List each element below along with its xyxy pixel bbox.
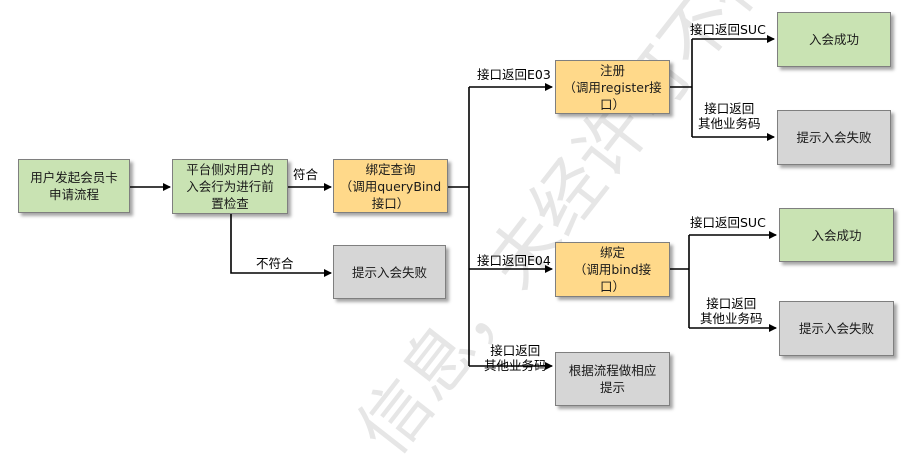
node-apply-process: 用户发起会员卡 申请流程 bbox=[18, 159, 130, 213]
node-join-success-1: 入会成功 bbox=[777, 12, 891, 67]
node-fail-hint-1: 提示入会失败 bbox=[333, 245, 446, 299]
node-bind-query: 绑定查询 （调用queryBind 接口） bbox=[333, 159, 448, 213]
connectors bbox=[130, 35, 777, 370]
node-register: 注册 （调用register接 口） bbox=[555, 60, 670, 114]
label-ret-other: 接口返回 其他业务码 bbox=[484, 343, 547, 373]
label-bind-other: 接口返回 其他业务码 bbox=[700, 296, 763, 326]
node-bind: 绑定 （调用bind接 口） bbox=[555, 242, 670, 297]
label-pass: 符合 bbox=[293, 167, 319, 182]
node-process-hint: 根据流程做相应 提示 bbox=[555, 352, 670, 406]
node-platform-check: 平台侧对用户的 入会行为进行前 置检查 bbox=[172, 159, 288, 214]
flowchart: 信息，未经许可不得传播 用户发起会员卡 申请流程 平台侧对用户的 bbox=[18, 0, 894, 470]
node-join-success-2: 入会成功 bbox=[779, 208, 894, 262]
label-reg-other: 接口返回 其他业务码 bbox=[698, 101, 761, 131]
arrow-fail bbox=[230, 214, 332, 277]
label-ret-e04: 接口返回E04 bbox=[477, 253, 551, 268]
label-reg-suc: 接口返回SUC bbox=[690, 22, 766, 37]
label-fail: 不符合 bbox=[256, 256, 294, 271]
node-fail-hint-3: 提示入会失败 bbox=[779, 301, 894, 356]
label-ret-e03: 接口返回E03 bbox=[477, 67, 551, 82]
label-bind-suc: 接口返回SUC bbox=[690, 215, 766, 230]
node-fail-hint-2: 提示入会失败 bbox=[777, 110, 891, 165]
